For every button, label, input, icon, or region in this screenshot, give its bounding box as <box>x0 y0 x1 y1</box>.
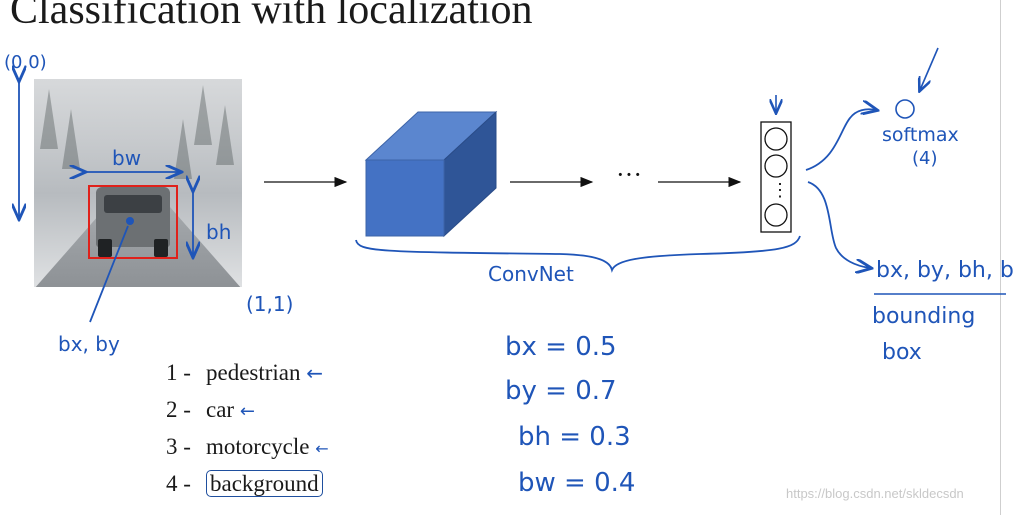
right-border <box>1000 0 1001 515</box>
bh-label: bh <box>206 220 232 244</box>
center-pointer <box>89 225 129 323</box>
bounding-label: bounding <box>872 304 976 329</box>
car-photo <box>34 79 242 287</box>
class-label: background <box>206 470 323 497</box>
class-item: 1 - pedestrian ← <box>166 360 323 386</box>
tree <box>174 119 192 179</box>
class-number: 1 - <box>166 360 191 385</box>
class-item: 4 - background <box>166 470 323 497</box>
class-mark: ← <box>306 361 324 385</box>
softmax-pointer <box>920 47 939 90</box>
car-tire <box>154 239 168 257</box>
corner-label: (1,1) <box>246 292 294 316</box>
class-item: 3 - motorcycle ← <box>166 434 329 460</box>
page-title: Classification with localization <box>10 0 533 33</box>
softmax-node <box>895 99 915 119</box>
watermark: https://blog.csdn.net/skldecsdn <box>786 486 964 501</box>
center-point <box>126 217 134 225</box>
tree <box>194 85 212 145</box>
bh-value: bh = 0.3 <box>518 422 631 452</box>
class-label: motorcycle <box>206 434 310 459</box>
class-number: 2 - <box>166 397 191 422</box>
arrow-to-bbox <box>807 181 870 268</box>
neuron-dots: ⋮ <box>771 180 789 201</box>
softmax-label: softmax <box>882 124 959 146</box>
class-label: pedestrian <box>206 360 301 385</box>
convnet-cube <box>364 110 498 238</box>
class-label: car <box>206 397 235 422</box>
class-mark: ← <box>315 439 329 458</box>
ellipsis: ··· <box>616 160 642 189</box>
convnet-brace <box>355 235 801 273</box>
car-window <box>104 195 162 213</box>
softmax-count: (4) <box>912 148 938 169</box>
tree <box>216 105 234 165</box>
class-item: 2 - car ← <box>166 397 255 423</box>
box-label: box <box>882 340 922 365</box>
class-number: 4 - <box>166 471 191 496</box>
by-value: by = 0.7 <box>505 376 617 406</box>
bw-label: bw <box>112 146 142 170</box>
class-number: 3 - <box>166 434 191 459</box>
bx-value: bx = 0.5 <box>505 332 617 362</box>
origin-label: (0,0) <box>4 52 47 73</box>
center-label: bx, by <box>58 332 120 356</box>
class-mark: ← <box>239 401 255 422</box>
bbox-outputs: bx, by, bh, bw <box>876 258 1013 283</box>
tree <box>40 89 58 149</box>
tree <box>62 109 80 169</box>
convnet-label: ConvNet <box>488 262 574 286</box>
bw-value: bw = 0.4 <box>518 468 636 498</box>
output-layer <box>760 121 792 233</box>
arrow-to-softmax <box>805 109 876 171</box>
car-tire <box>98 239 112 257</box>
bounding-box <box>88 185 178 259</box>
